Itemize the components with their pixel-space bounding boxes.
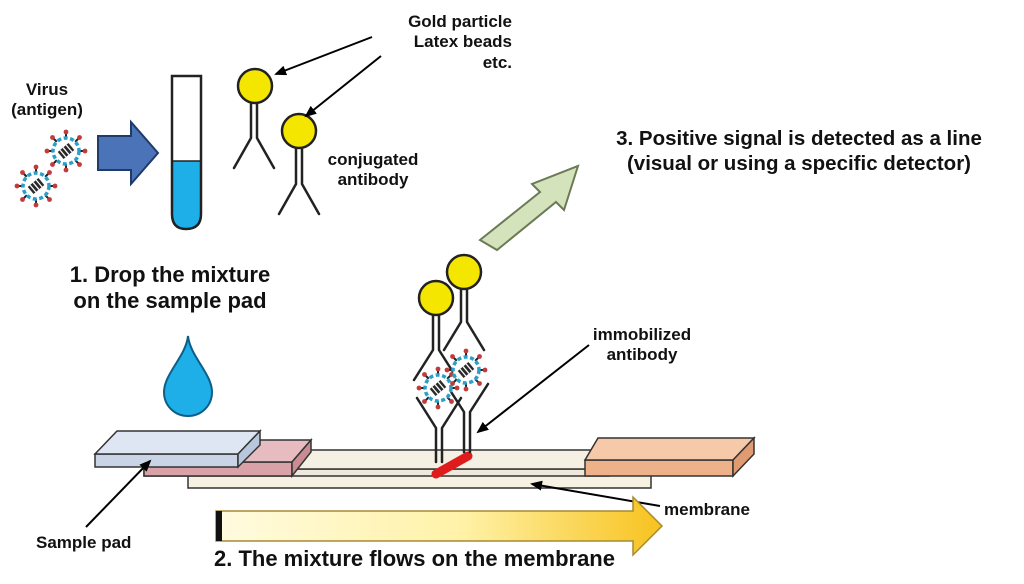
pointer-arrow-sample-pad (85, 459, 152, 528)
test-tube-icon (170, 74, 203, 231)
absorbent-pad (583, 436, 756, 478)
pointer-arrow-latex (304, 55, 382, 118)
virus-icon (442, 346, 490, 394)
antibody-icon (412, 287, 490, 464)
step3-label: 3. Positive signal is detected as a line… (576, 127, 1022, 176)
pointer-arrow-immobilized (476, 344, 590, 434)
immob-line2: antibody (606, 345, 678, 365)
pointer-arrow-gold (274, 36, 373, 76)
virus-icon (12, 162, 60, 210)
gold-particle-icon (417, 279, 455, 317)
sample-pad-label: Sample pad (36, 533, 131, 553)
gold-label-line3: etc. (482, 52, 512, 72)
step2-label: 2. The mixture flows on the membrane (214, 546, 615, 572)
step3-line1: 3. Positive signal is detected as a line (616, 127, 982, 150)
droplet-icon (162, 335, 214, 418)
virus-icon (414, 364, 462, 412)
membrane-text: membrane (664, 500, 750, 519)
gold-particle-label: Gold particle Latex beads etc. (360, 12, 512, 73)
antibody-icon (277, 146, 321, 216)
sample-pad (93, 429, 262, 469)
step1-line2: on the sample pad (73, 288, 267, 314)
immobilized-antibody-label: immobilized antibody (580, 325, 704, 366)
sample-pad-text: Sample pad (36, 533, 132, 552)
flow-arrow (215, 495, 664, 557)
gold-label-line2: Latex beads (413, 32, 512, 52)
virus-label-line1: Virus (25, 80, 69, 99)
gold-particle-icon (445, 253, 483, 291)
antibody-icon (232, 102, 276, 170)
conjugated-antibody-label: conjugated antibody (318, 150, 428, 191)
blue-arrow (97, 119, 160, 187)
step1-label: 1. Drop the mixture on the sample pad (40, 262, 300, 315)
test-line (431, 451, 473, 479)
conj-label-line1: conjugated (327, 150, 419, 169)
gold-particle-icon (236, 67, 274, 105)
step3-line2: (visual or using a specific detector) (626, 151, 972, 175)
gold-particle-icon (280, 112, 318, 150)
step1-line1: 1. Drop the mixture (69, 262, 271, 287)
virus-label: Virus (antigen) (2, 80, 92, 121)
immob-line1: immobilized (592, 325, 692, 344)
step2-text: 2. The mixture flows on the membrane (214, 546, 615, 571)
virus-icon (42, 127, 90, 175)
membrane-label: membrane (664, 500, 750, 520)
gold-label-line1: Gold particle (408, 12, 512, 31)
virus-label-line2: (antigen) (11, 100, 83, 120)
conj-label-line2: antibody (337, 170, 409, 190)
signal-arrow (478, 164, 580, 252)
